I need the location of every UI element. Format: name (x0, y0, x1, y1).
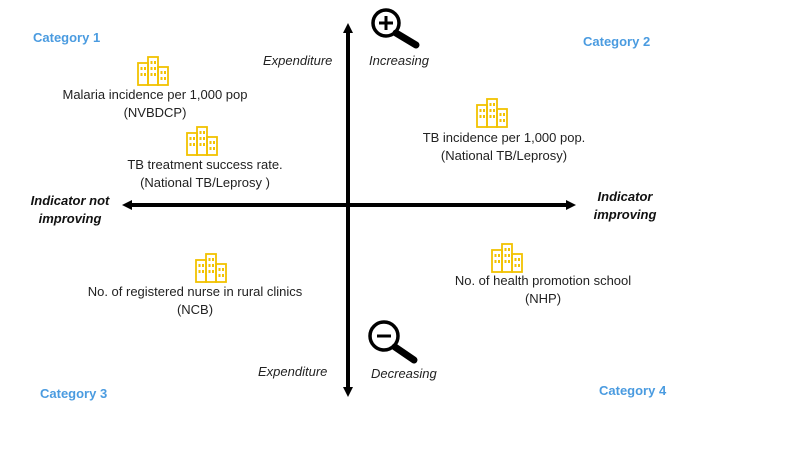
indicator-malaria: Malaria incidence per 1,000 pop (NVBDCP) (62, 87, 248, 120)
expenditure-bottom-label: Expenditure (258, 364, 328, 379)
building-icon (137, 56, 169, 86)
building-icon (186, 126, 218, 156)
building-icon (476, 98, 508, 128)
building-icon (491, 243, 523, 273)
category-3-label: Category 3 (40, 386, 108, 401)
indicator-tb-incidence: TB incidence per 1,000 pop. (National TB… (422, 130, 586, 163)
category-4-label: Category 4 (599, 383, 667, 398)
expenditure-top-label: Expenditure (263, 53, 333, 68)
category-2-label: Category 2 (583, 34, 651, 49)
building-icon (195, 253, 227, 283)
zoom-out-icon (368, 320, 418, 364)
indicator-tb-success: TB treatment success rate. (National TB/… (127, 157, 283, 190)
indicator-not-improving-label: Indicator not improving (30, 193, 110, 226)
increasing-label: Increasing (369, 53, 429, 68)
indicator-improving-label: Indicator improving (593, 189, 657, 222)
decreasing-label: Decreasing (371, 366, 437, 381)
category-1-label: Category 1 (33, 30, 101, 45)
zoom-in-icon (371, 8, 420, 49)
indicator-nurses: No. of registered nurse in rural clinics… (87, 284, 303, 317)
indicator-schools: No. of health promotion school (NHP) (454, 273, 632, 306)
